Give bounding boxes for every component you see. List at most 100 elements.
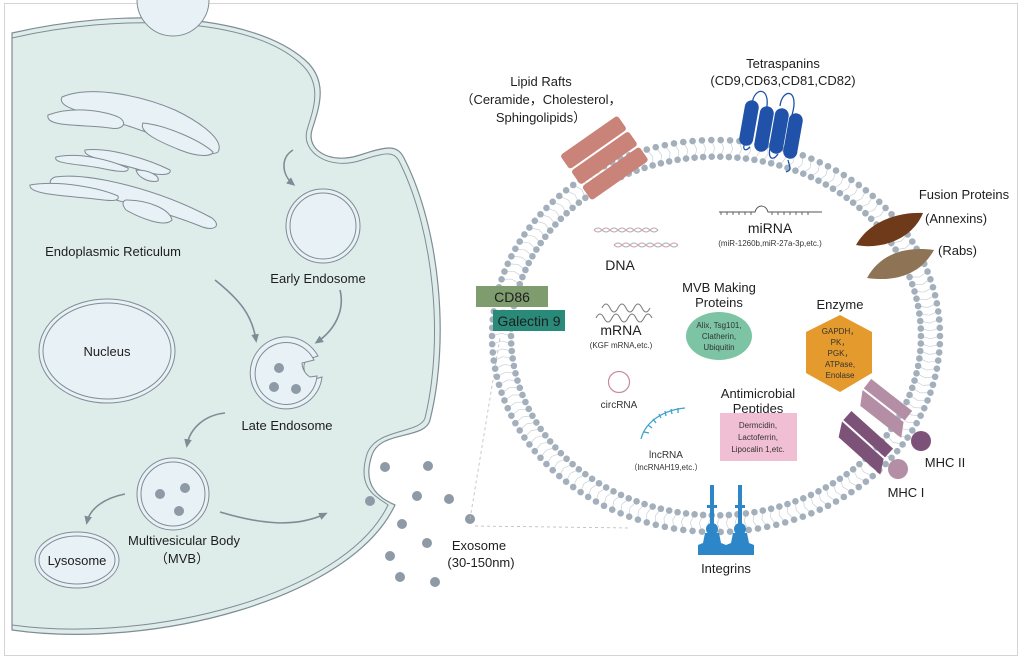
lipid-head-outer bbox=[888, 454, 895, 462]
lipid-head-inner bbox=[533, 419, 540, 426]
lipid-head-inner bbox=[533, 246, 540, 253]
enzyme-item: Enolase bbox=[826, 371, 855, 380]
exosome-label-line2: (30-150nm) bbox=[447, 555, 514, 570]
lipid-head-inner bbox=[916, 317, 924, 325]
lipid-head-inner bbox=[913, 369, 920, 377]
lipid-head-inner bbox=[514, 377, 521, 384]
lipid-head-outer bbox=[869, 472, 877, 480]
lipid-head-inner bbox=[906, 273, 913, 281]
lipid-head-inner bbox=[522, 398, 529, 406]
lipid-head-inner bbox=[716, 153, 724, 160]
lipid-head-outer bbox=[679, 138, 687, 146]
lipid-head-inner bbox=[856, 204, 863, 212]
endoplasmic-reticulum bbox=[29, 91, 220, 229]
lipid-head-outer bbox=[754, 525, 762, 532]
lipid-head-inner bbox=[537, 425, 544, 433]
lipid-head-inner bbox=[507, 340, 515, 347]
lipid-head-outer bbox=[493, 373, 501, 381]
lipid-head-outer bbox=[584, 493, 592, 501]
lipid-head-inner bbox=[892, 246, 899, 253]
lipid-head-outer bbox=[617, 510, 624, 517]
lipid-head-outer bbox=[882, 460, 889, 468]
lipid-head-inner bbox=[767, 159, 775, 167]
lipid-head-inner bbox=[903, 398, 910, 406]
integrins-label: Integrins bbox=[701, 561, 751, 576]
lipid-head-inner bbox=[541, 431, 549, 439]
lysosome-label: Lysosome bbox=[48, 553, 107, 568]
lipid-head-inner bbox=[867, 215, 875, 223]
fusion-proteins-title: Fusion Proteins bbox=[919, 187, 1010, 202]
lipid-head-outer bbox=[908, 427, 916, 434]
lipid-head-inner bbox=[836, 189, 844, 197]
lipid-head-outer bbox=[549, 198, 557, 206]
lipid-head-outer bbox=[927, 389, 934, 396]
lipid-head-outer bbox=[555, 192, 563, 200]
lipid-head-outer bbox=[772, 521, 780, 529]
enzyme-item: PK， bbox=[831, 338, 850, 347]
lipid-head-outer bbox=[855, 181, 863, 189]
lipid-head-inner bbox=[725, 153, 733, 161]
lipid-head-outer bbox=[634, 516, 642, 524]
lipid-head-inner bbox=[509, 355, 516, 362]
lipid-head-outer bbox=[832, 498, 840, 505]
lipid-head-inner bbox=[633, 498, 640, 505]
lipid-head-inner bbox=[516, 384, 524, 392]
lipid-head-inner bbox=[602, 484, 610, 491]
lipid-head-outer bbox=[698, 137, 706, 144]
antimicrobial-title1: Antimicrobial bbox=[721, 386, 796, 401]
lysosome bbox=[34, 531, 120, 589]
lipid-head-inner bbox=[529, 252, 536, 260]
enzyme-item: ATPase, bbox=[825, 360, 855, 369]
lipid-head-outer bbox=[521, 231, 528, 238]
lipid-head-inner bbox=[610, 488, 617, 495]
lipid-head-inner bbox=[742, 510, 750, 517]
lipid-head-inner bbox=[913, 295, 920, 303]
lipid-head-outer bbox=[893, 447, 901, 455]
lipid-head-outer bbox=[929, 381, 937, 389]
lipid-head-inner bbox=[883, 431, 891, 439]
lipid-head-inner bbox=[649, 503, 656, 510]
lipid-head-outer bbox=[917, 412, 924, 420]
rab-shape bbox=[867, 249, 934, 280]
lipid-head-inner bbox=[862, 209, 869, 217]
lipid-head-outer bbox=[875, 198, 883, 206]
lipid-head-inner bbox=[856, 460, 863, 468]
lipid-head-inner bbox=[595, 479, 603, 487]
lipid-head-inner bbox=[776, 503, 783, 510]
mvb-protein-item: Alix, Tsg101, bbox=[696, 321, 741, 330]
galectin9-box bbox=[493, 310, 565, 331]
lipid-head-outer bbox=[504, 260, 512, 268]
lipid-head-inner bbox=[914, 362, 922, 370]
pathway-arrows bbox=[84, 149, 342, 525]
lipid-head-inner bbox=[516, 280, 524, 288]
lipid-head-outer bbox=[521, 434, 528, 441]
er-label: Endoplasmic Reticulum bbox=[45, 244, 181, 259]
early-endosome bbox=[285, 188, 361, 264]
lipid-head-outer bbox=[488, 332, 496, 340]
lipid-head-outer bbox=[726, 528, 734, 535]
lipid-head-outer bbox=[808, 155, 815, 162]
lipid-head-outer bbox=[508, 412, 515, 420]
lipid-head-inner bbox=[657, 159, 665, 167]
exosome-label-line1: Exosome bbox=[452, 538, 506, 553]
lipid-head-inner bbox=[569, 460, 576, 468]
lipid-head-outer bbox=[643, 519, 651, 526]
lipid-head-outer bbox=[933, 365, 941, 372]
lipid-head-inner bbox=[625, 494, 633, 502]
lipid-head-outer bbox=[661, 523, 669, 531]
lipid-head-inner bbox=[908, 384, 916, 392]
arrow-er-to-late bbox=[214, 279, 259, 343]
lipid-head-outer bbox=[781, 519, 789, 526]
lipid-head-inner bbox=[546, 227, 554, 234]
lipid-head-outer bbox=[799, 152, 807, 159]
lipid-head-outer bbox=[526, 441, 533, 448]
lipid-head-inner bbox=[792, 498, 799, 505]
lipid-head-outer bbox=[543, 460, 550, 468]
lipid-head-outer bbox=[652, 521, 660, 529]
lipid-head-outer bbox=[489, 349, 497, 356]
mvb-proteins-title1: MVB Making bbox=[682, 280, 756, 295]
lipid-head-outer bbox=[924, 268, 931, 275]
lipid-head-outer bbox=[855, 483, 863, 491]
lipid-head-inner bbox=[674, 508, 681, 516]
